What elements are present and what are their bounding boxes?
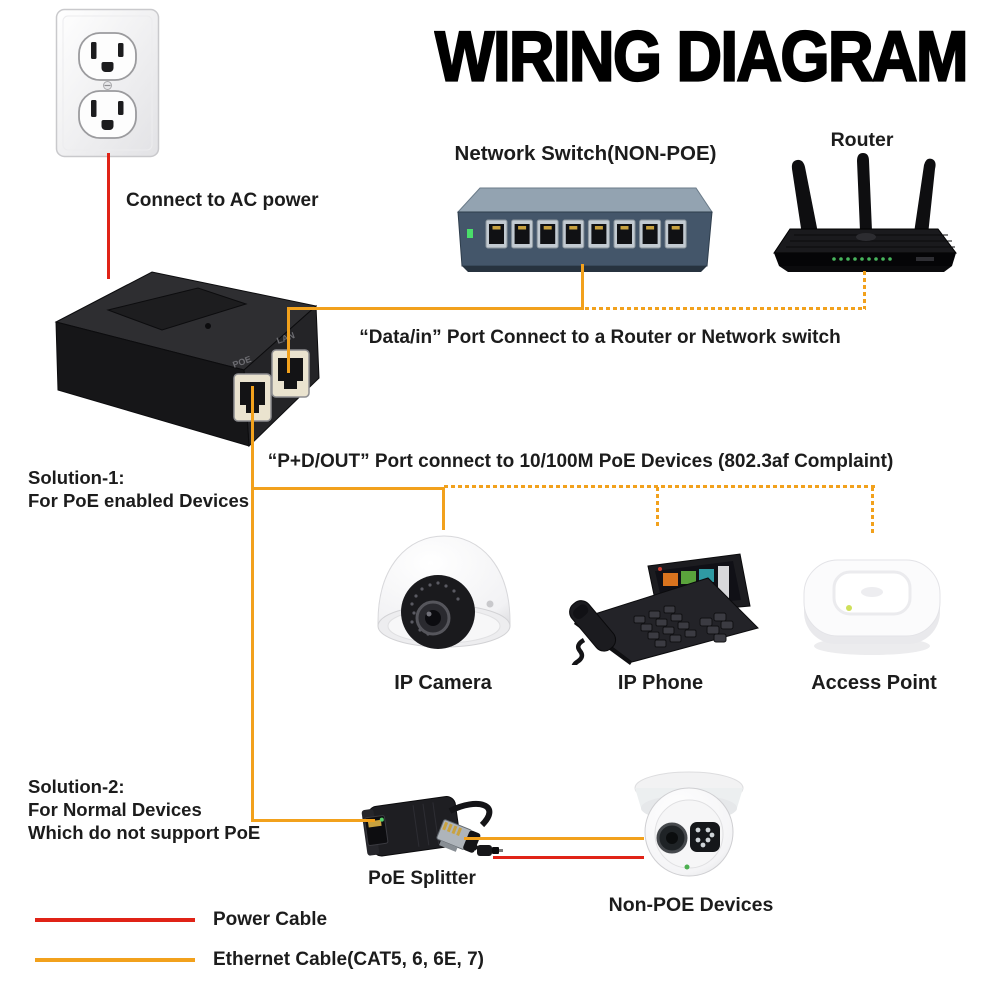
- solution1-subtitle: For PoE enabled Devices: [28, 490, 250, 511]
- legend-ethernet-cable-swatch: [35, 958, 195, 962]
- ip-phone-label: IP Phone: [617, 672, 704, 694]
- legend-power-cable-label: Power Cable: [213, 909, 328, 930]
- ip-camera-label: IP Camera: [394, 672, 492, 694]
- ethernet-cable-injector-to-switch: [287, 307, 583, 310]
- non-poe-devices-label: Non-POE Devices: [608, 894, 774, 916]
- turret-ir-window: [690, 822, 720, 852]
- injector-lan-port: [271, 349, 310, 398]
- poe-splitter-label: PoE Splitter: [368, 868, 476, 889]
- network-switch-image: [456, 187, 713, 272]
- outlet-receptacle-top: [78, 32, 137, 81]
- wall-outlet-image: [55, 8, 160, 158]
- router-led-row: [832, 257, 892, 261]
- legend-power-cable-swatch: [35, 918, 195, 922]
- connect-ac-label: Connect to AC power: [126, 190, 319, 211]
- solution1-block: Solution-1: For PoE enabled Devices: [28, 466, 249, 512]
- access-point-image: [803, 559, 941, 655]
- pd-out-note: “P+D/OUT” Port connect to 10/100M PoE De…: [267, 451, 894, 472]
- solution2-subtitle-2: Which do not support PoE: [28, 822, 261, 843]
- ethernet-cable-poe-out-run: [251, 386, 254, 822]
- non-poe-camera-image: [634, 771, 744, 877]
- ethernet-cable-solution1-branch: [251, 487, 444, 490]
- phone-handset: [569, 600, 617, 652]
- ethernet-cable-lan-riser: [287, 307, 290, 373]
- solution1-title: Solution-1:: [28, 467, 125, 488]
- phone-cord: [571, 638, 586, 665]
- ethernet-cable-dotted-to-router: [585, 307, 866, 310]
- ethernet-cable-splitter-to-device: [464, 837, 644, 840]
- data-in-note: “Data/in” Port Connect to a Router or Ne…: [359, 327, 841, 348]
- access-point-led: [846, 605, 852, 611]
- splitter-input-port: [364, 815, 389, 847]
- ip-phone-image: [569, 553, 759, 665]
- outlet-receptacle-bottom: [78, 90, 137, 139]
- phone-keypad: [633, 605, 734, 648]
- access-point-label: Access Point: [811, 672, 937, 694]
- router-image: [773, 153, 957, 272]
- network-switch-label: Network Switch(NON-POE): [454, 142, 717, 165]
- ethernet-cable-dotted-solution1: [444, 485, 875, 488]
- camera-ir-dots: [410, 581, 460, 636]
- poe-injector-image: POE LAN: [54, 271, 320, 448]
- ethernet-cable-access-point-drop: [871, 487, 874, 533]
- switch-port-row: [485, 219, 687, 249]
- phone-screen-tiles: [658, 566, 729, 598]
- solution2-block: Solution-2: For Normal Devices Which do …: [28, 775, 260, 844]
- ip-camera-image: [377, 535, 511, 649]
- power-cable-outlet-to-injector: [107, 153, 110, 279]
- ethernet-cable-ip-camera-drop: [442, 487, 445, 530]
- ethernet-cable-ip-phone-drop: [656, 487, 659, 528]
- ethernet-cable-router-drop: [863, 271, 866, 309]
- poe-splitter-image: [361, 796, 503, 857]
- splitter-rj45-plug: [436, 819, 481, 853]
- ethernet-cable-switch-drop: [581, 264, 584, 310]
- splitter-dc-plug: [477, 845, 503, 856]
- page-title: WIRING DIAGRAM: [434, 17, 969, 97]
- ethernet-cable-solution2-branch: [251, 819, 375, 822]
- router-antennas: [791, 153, 936, 235]
- router-label: Router: [830, 129, 894, 151]
- solution2-subtitle-1: For Normal Devices: [28, 799, 202, 820]
- switch-power-led: [467, 229, 473, 238]
- solution2-title: Solution-2:: [28, 776, 125, 797]
- legend-ethernet-cable-label: Ethernet Cable(CAT5, 6, 6E, 7): [213, 949, 484, 970]
- power-cable-splitter-to-device: [493, 856, 644, 859]
